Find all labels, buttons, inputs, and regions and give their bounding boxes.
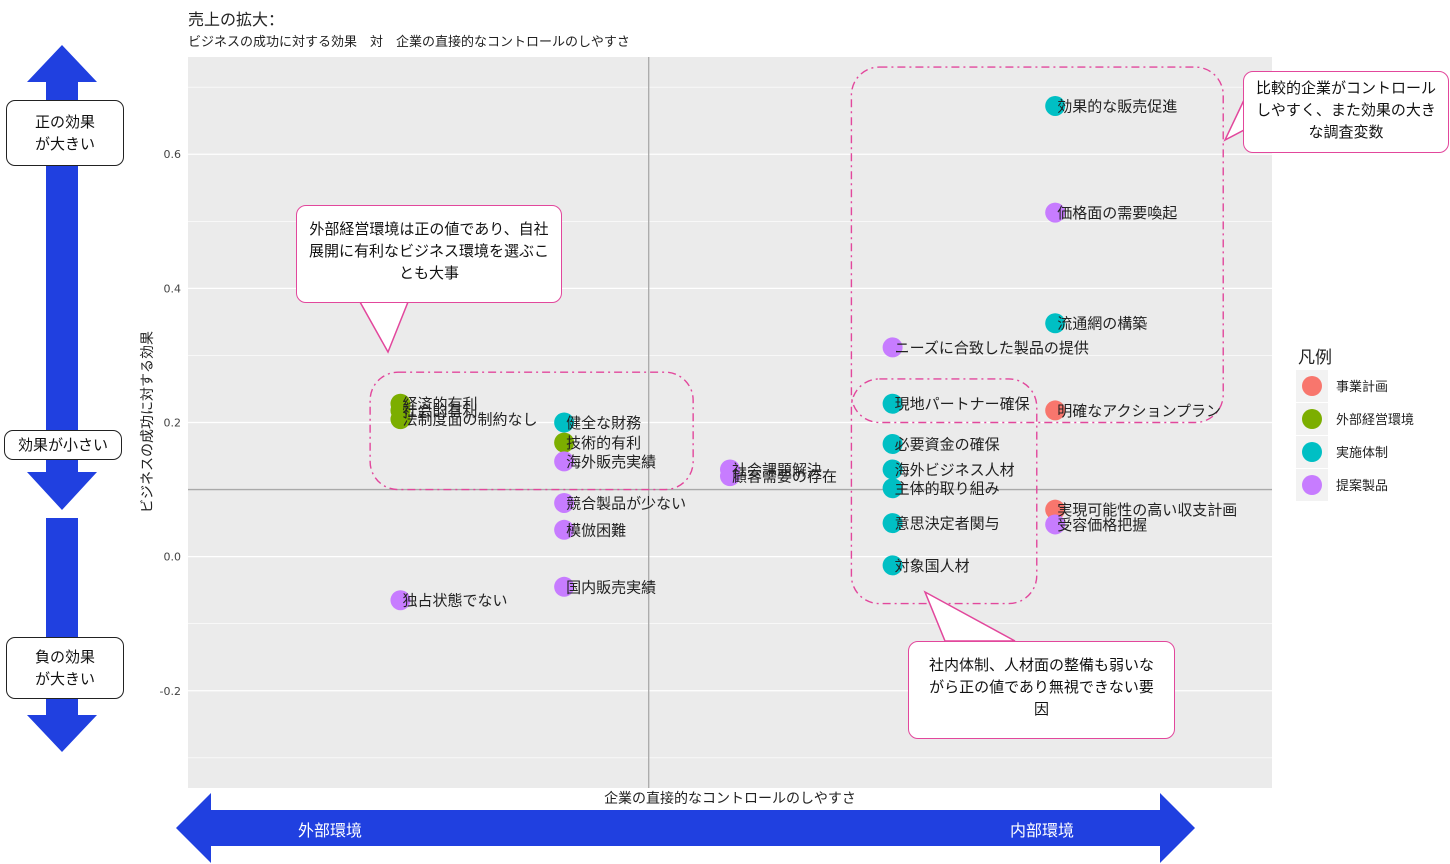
point-labels: 効果的な販売促進価格面の需要喚起流通網の構築ニーズに合致した製品の提供現地パート… [402, 97, 1237, 609]
y-tick-label: -0.2 [160, 685, 181, 698]
y-tick-label: 0.6 [164, 148, 182, 161]
data-point [882, 459, 903, 480]
down-arrow [27, 518, 97, 752]
data-label: 明確なアクションプラン [1057, 402, 1221, 420]
data-label: 効果的な販売促進 [1057, 97, 1177, 115]
data-label: ニーズに合致した製品の提供 [895, 339, 1089, 357]
positive-effect-text: 正の効果が大きい [34, 113, 95, 153]
data-point [882, 478, 903, 499]
data-label: 流通網の構築 [1057, 315, 1147, 333]
data-label: 国内販売実績 [566, 578, 656, 596]
negative-effect-text: 負の効果が大きい [34, 648, 95, 688]
callout-bottom: 社内体制、人材面の整備も弱いながら正の値であり無視できない要因 [908, 641, 1175, 739]
callout-left: 外部経営環境は正の値であり、自社展開に有利なビジネス環境を選ぶことも大事 [296, 205, 562, 303]
data-point [1045, 313, 1066, 334]
legend-swatch [1302, 442, 1322, 462]
data-point [1045, 400, 1066, 421]
data-points [390, 95, 1066, 611]
data-point [882, 337, 903, 358]
chart-subtitle: ビジネスの成功に対する効果 対 企業の直接的なコントロールのしやすさ [188, 35, 630, 50]
data-point [720, 466, 740, 487]
up-arrow [27, 45, 97, 510]
data-point [882, 555, 903, 576]
legend-label: 事業計画 [1336, 379, 1388, 395]
y-tick-label: 0.0 [164, 551, 182, 564]
reference-lines [188, 57, 1272, 788]
data-point [1045, 202, 1066, 223]
data-label: 対象国人材 [895, 557, 970, 575]
data-point [390, 590, 411, 611]
data-label: 海外ビジネス人材 [895, 461, 1015, 479]
data-point [882, 433, 903, 454]
small-effect-label: 効果が小さい [4, 430, 122, 460]
callout-top-right: 比較的企業がコントロールしやすく、また効果の大きな調査変数 [1243, 71, 1449, 153]
legend-swatch [1302, 475, 1322, 495]
data-label: 技術的有利 [566, 434, 641, 452]
data-label: 価格面の需要喚起 [1057, 204, 1177, 222]
data-label: 受容価格把握 [1057, 516, 1147, 534]
data-point [1045, 514, 1066, 535]
data-point [554, 576, 575, 597]
data-point [554, 412, 575, 433]
data-label: 模倣困難 [566, 521, 626, 539]
arrow-label-external: 外部環境 [298, 821, 362, 840]
data-point [882, 393, 903, 414]
region-top-right [850, 66, 1224, 424]
legend-label: 提案製品 [1336, 478, 1388, 494]
legend-swatch [1302, 409, 1322, 429]
data-label: 社会的有利 [402, 402, 477, 420]
positive-effect-label: 正の効果が大きい [6, 100, 124, 166]
data-label: 法制度面の制約なし [402, 411, 537, 429]
y-axis-label: ビジネスの成功に対する効果 [140, 331, 156, 513]
small-effect-text: 効果が小さい [17, 436, 108, 454]
data-point [554, 492, 575, 513]
legend-label: 外部経営環境 [1336, 413, 1414, 428]
data-label: 実現可能性の高い収支計画 [1057, 501, 1237, 519]
data-point [1045, 95, 1066, 116]
data-point [554, 451, 575, 472]
arrow-label-internal: 内部環境 [1010, 821, 1074, 840]
y-tick-label: 0.4 [164, 282, 182, 295]
y-tick-labels: -0.2 0.0 0.2 0.4 0.6 [160, 148, 181, 698]
data-point [1045, 499, 1066, 520]
data-label: 現地パートナー確保 [895, 395, 1030, 413]
callout-top-right-text: 比較的企業がコントロールしやすく、また効果の大きな調査変数 [1255, 79, 1436, 141]
data-label: 健全な財務 [566, 414, 641, 432]
data-label: 経済的有利 [402, 395, 477, 413]
x-axis-label: 企業の直接的なコントロールのしやすさ [604, 790, 856, 807]
data-label: 意思決定者関与 [895, 515, 1000, 533]
legend-label: 実施体制 [1336, 445, 1388, 461]
data-label: 海外販売実績 [566, 453, 656, 471]
callout-left-text: 外部経営環境は正の値であり、自社展開に有利なビジネス環境を選ぶことも大事 [309, 220, 550, 282]
region-external-environment [369, 371, 694, 491]
data-point [882, 513, 903, 534]
data-label: 独占状態でない [402, 592, 507, 610]
legend-swatch [1302, 376, 1322, 396]
callout-bottom-text: 社内体制、人材面の整備も弱いながら正の値であり無視できない要因 [928, 656, 1154, 718]
data-label: 社会課題解決 [732, 461, 822, 479]
data-point [554, 432, 575, 453]
y-tick-label: 0.2 [164, 417, 182, 430]
chart-title: 売上の拡大： [188, 10, 285, 29]
data-label: 必要資金の確保 [895, 435, 1000, 453]
data-label: 主体的取り組み [895, 480, 1000, 498]
data-point [390, 409, 411, 430]
horizontal-arrow [176, 793, 1195, 863]
data-point [554, 519, 575, 540]
legend-title: 凡例 [1298, 348, 1332, 368]
data-label: 競合製品が少ない [566, 494, 686, 512]
negative-effect-label: 負の効果が大きい [6, 637, 124, 699]
data-label: 顧客需要の存在 [732, 468, 837, 486]
